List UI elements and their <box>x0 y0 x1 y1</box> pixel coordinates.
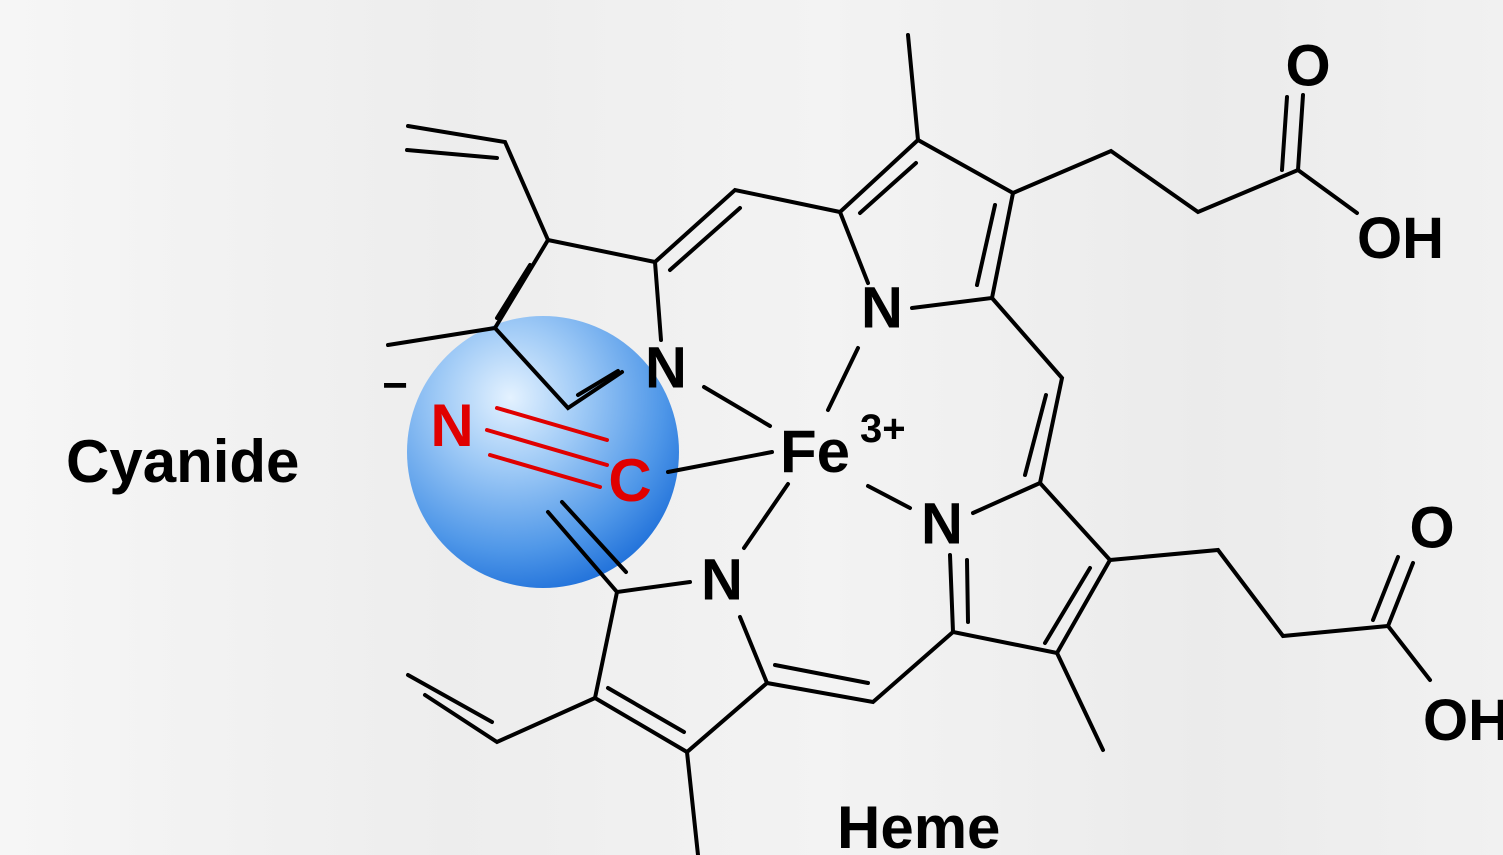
cyanide-label: Cyanide <box>66 428 299 495</box>
n-bottom-left-atom: N <box>701 547 743 612</box>
bond-skeleton <box>386 33 1432 855</box>
n-top-right-atom: N <box>861 275 903 340</box>
n-bottom-right-atom: N <box>921 491 963 556</box>
iron-charge: 3+ <box>860 407 906 451</box>
cyanide-highlight-sphere <box>407 316 679 588</box>
n-top-left-atom: N <box>645 335 687 400</box>
hydroxyl-top: OH <box>1357 206 1444 271</box>
cyanide-n-atom: N <box>430 392 473 459</box>
carbonyl-o-bottom: O <box>1409 495 1454 560</box>
carbonyl-o-top: O <box>1285 33 1330 98</box>
cyanide-charge: − <box>382 361 408 410</box>
cyanide-c-atom: C <box>608 447 651 514</box>
iron-atom: Fe <box>780 418 850 485</box>
cyanide-triple-bond <box>485 406 609 489</box>
hydroxyl-bottom: OH <box>1423 688 1503 753</box>
heme-label: Heme <box>837 794 1000 855</box>
